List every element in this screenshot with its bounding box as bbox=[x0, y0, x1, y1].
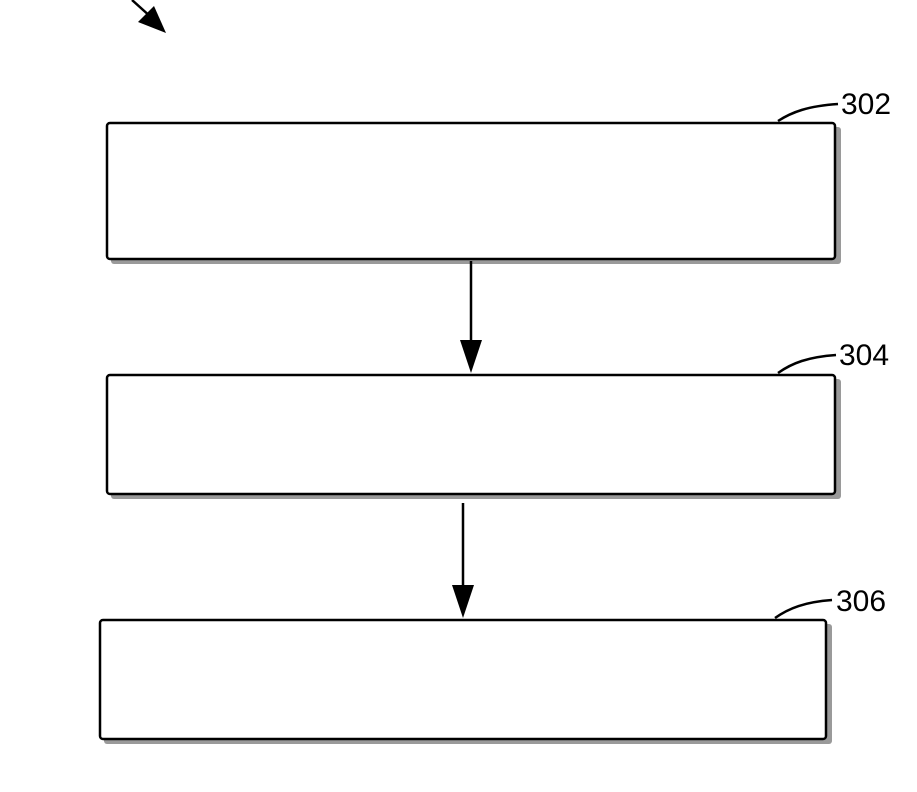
connector-302-304 bbox=[460, 261, 482, 373]
arrowhead-icon bbox=[460, 340, 482, 373]
arrowhead-icon bbox=[452, 585, 474, 618]
step-304-label: 304 bbox=[839, 339, 889, 372]
step-302: 302 bbox=[107, 88, 891, 264]
figure-pointer-arrow bbox=[132, 0, 166, 33]
step-304-leader bbox=[778, 355, 836, 373]
connector-304-306 bbox=[452, 503, 474, 618]
step-306: 306 bbox=[100, 585, 886, 744]
step-302-label: 302 bbox=[841, 88, 891, 121]
step-304-box bbox=[107, 375, 835, 494]
step-302-leader bbox=[778, 104, 838, 121]
step-302-box bbox=[107, 123, 835, 259]
step-306-label: 306 bbox=[836, 585, 886, 618]
step-306-box bbox=[100, 620, 826, 739]
step-304: 304 bbox=[107, 339, 889, 499]
step-306-leader bbox=[775, 600, 832, 618]
